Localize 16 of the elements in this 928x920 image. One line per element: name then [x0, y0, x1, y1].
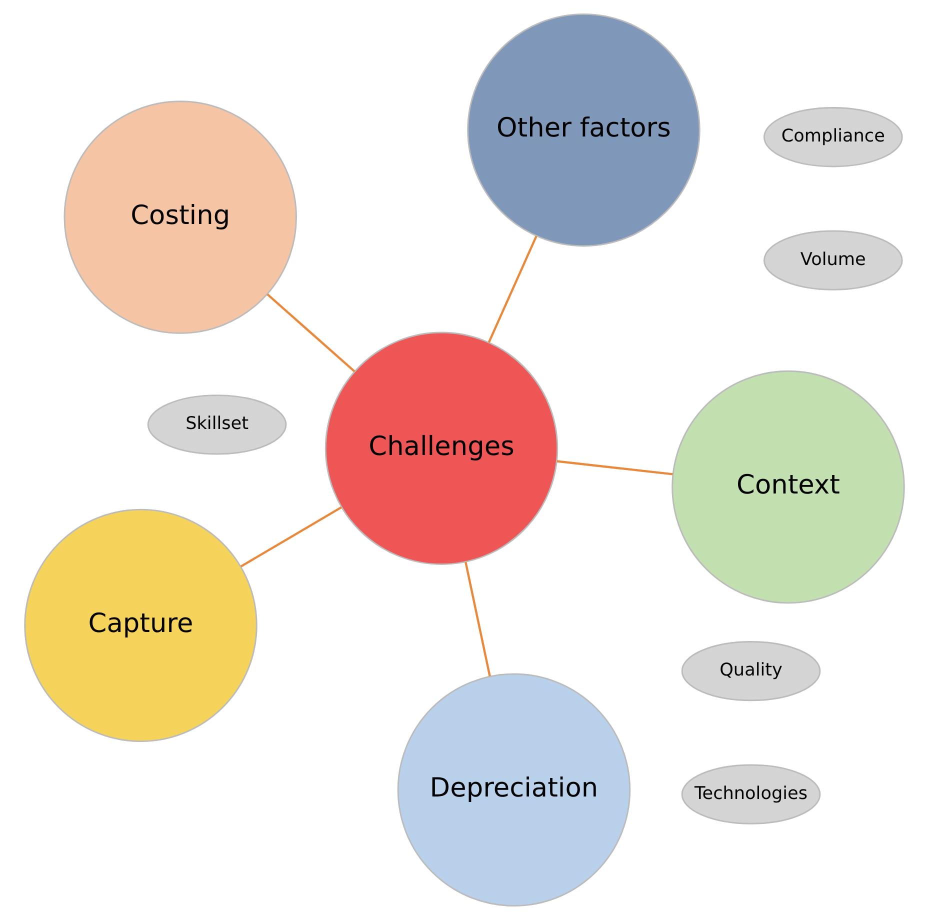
node-circle: Context — [671, 370, 904, 604]
node-circle: Costing — [63, 100, 296, 334]
node-circle: Other factors — [466, 13, 700, 247]
connector — [487, 236, 537, 343]
node-circle: Challenges — [324, 332, 558, 565]
node-ellipse: Volume — [762, 230, 902, 290]
node-ellipse: Quality — [680, 641, 820, 702]
connector — [266, 293, 355, 372]
node-circle: Capture — [24, 508, 257, 742]
node-circle: Depreciation — [396, 673, 630, 907]
node-ellipse: Skillset — [146, 394, 286, 455]
node-ellipse: Compliance — [762, 107, 902, 168]
connector — [240, 506, 342, 568]
connector — [464, 562, 490, 676]
connector — [556, 460, 672, 476]
node-ellipse: Technologies — [680, 764, 820, 824]
